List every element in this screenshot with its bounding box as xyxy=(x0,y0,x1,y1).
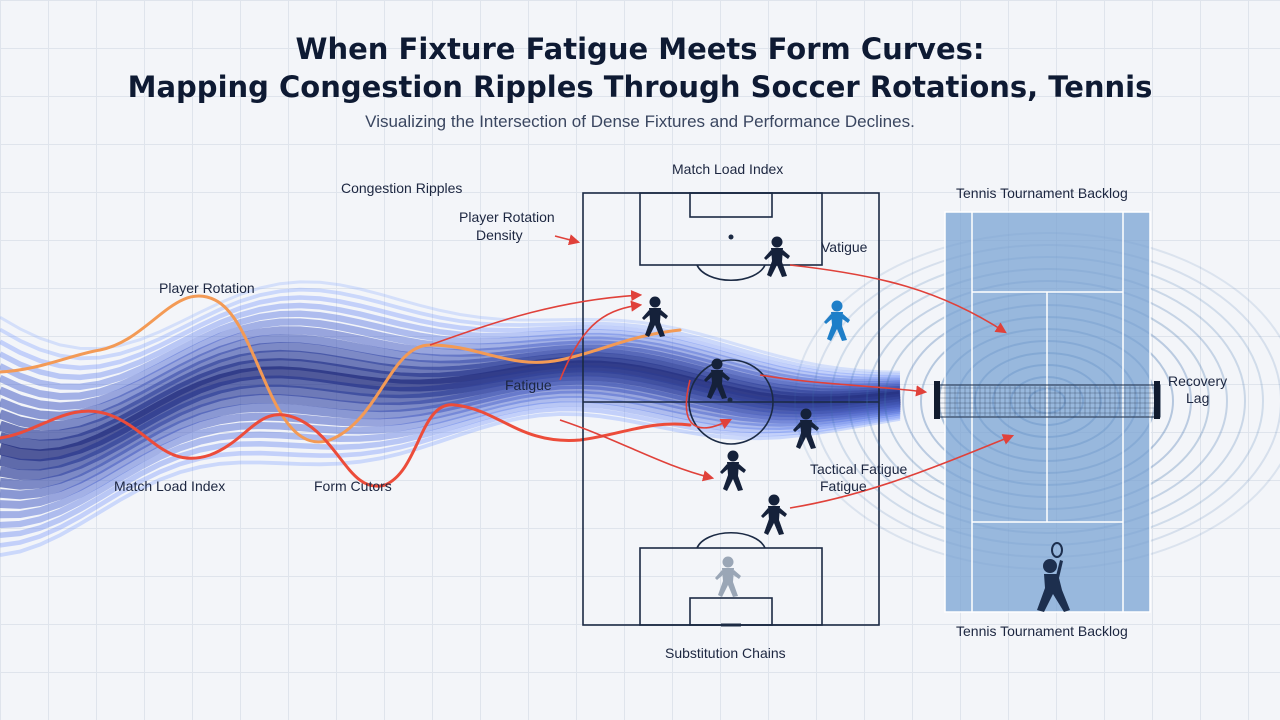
net-post-left xyxy=(934,381,940,419)
arrow-loop-midfield xyxy=(685,379,733,430)
label-tactical-fatigue: Tactical Fatigue xyxy=(810,461,908,477)
label-vatigue: Vatigue xyxy=(821,239,868,255)
tennis-court xyxy=(794,211,1280,613)
label-form-cutors: Form Cutors xyxy=(314,478,392,494)
player-icon xyxy=(642,296,668,337)
wave-ribbon xyxy=(0,310,901,390)
label-player-rotation: Player Rotation xyxy=(159,280,255,296)
players-group xyxy=(642,236,850,597)
player-icon xyxy=(764,236,790,277)
arrow-to-lower-player xyxy=(559,419,715,482)
wave-ribbon xyxy=(0,385,901,509)
label-player-rotation-density-1: Player Rotation xyxy=(459,209,555,225)
label-tennis-backlog-bottom: Tennis Tournament Backlog xyxy=(956,623,1128,639)
label-match-load-index-top: Match Load Index xyxy=(672,161,784,177)
label-congestion-ripples: Congestion Ripples xyxy=(341,180,463,196)
ball-icon xyxy=(727,397,733,403)
player-icon xyxy=(824,300,850,341)
player-icon xyxy=(704,358,730,399)
arrow-form-to-pitch xyxy=(429,289,643,346)
arrow-pitch-to-court xyxy=(789,264,1007,334)
title-line-2: Mapping Congestion Ripples Through Socce… xyxy=(127,70,1153,104)
wave-ribbon xyxy=(0,406,901,548)
label-substitution-chains: Substitution Chains xyxy=(665,645,786,661)
match-load-form-curve xyxy=(0,403,692,488)
tennis-player-icon xyxy=(1037,542,1070,612)
wave-ribbon xyxy=(0,302,901,383)
label-recovery-lag-2: Lag xyxy=(1186,390,1210,406)
wave-ribbon xyxy=(0,295,901,380)
player-icon xyxy=(793,408,819,449)
title-line-1: When Fixture Fatigue Meets Form Curves: xyxy=(295,32,985,66)
center-circle xyxy=(688,359,774,445)
wave-ribbon xyxy=(0,287,901,377)
player-rotation-form-curve xyxy=(0,294,682,444)
top-penalty-box xyxy=(639,192,823,266)
tennis-net-mesh xyxy=(939,386,1156,416)
wave-ribbon xyxy=(0,401,901,538)
player-icon xyxy=(715,556,741,597)
congestion-ripple-wave xyxy=(0,280,901,557)
bottom-goal-box xyxy=(689,597,773,626)
wave-ribbon xyxy=(0,412,901,557)
wave-ribbon xyxy=(0,390,901,519)
net-post-right xyxy=(1154,381,1160,419)
arrow-fatigue-to-player xyxy=(559,300,643,381)
player-icon xyxy=(761,494,787,535)
wave-ribbon xyxy=(0,280,901,374)
player-icon xyxy=(720,450,746,491)
label-tennis-backlog-top: Tennis Tournament Backlog xyxy=(956,185,1128,201)
penalty-spot xyxy=(728,234,734,240)
top-goal-box xyxy=(689,192,773,218)
top-penalty-arc xyxy=(696,264,766,282)
label-fatigue-small: Fatigue xyxy=(820,478,867,494)
subtitle: Visualizing the Intersection of Dense Fi… xyxy=(365,112,915,131)
label-player-rotation-density-2: Density xyxy=(476,227,523,243)
bottom-penalty-arc xyxy=(696,531,766,549)
arrow-tactical-to-court xyxy=(789,434,1015,509)
wave-ribbon xyxy=(0,395,901,529)
flow-arrows xyxy=(429,234,1015,509)
arrow-rotation-density xyxy=(554,234,581,246)
arrow-to-net xyxy=(759,374,928,397)
label-recovery-lag-1: Recovery xyxy=(1168,373,1228,389)
label-match-load-index-wave: Match Load Index xyxy=(114,478,226,494)
label-fatigue-wave: Fatigue xyxy=(505,377,552,393)
